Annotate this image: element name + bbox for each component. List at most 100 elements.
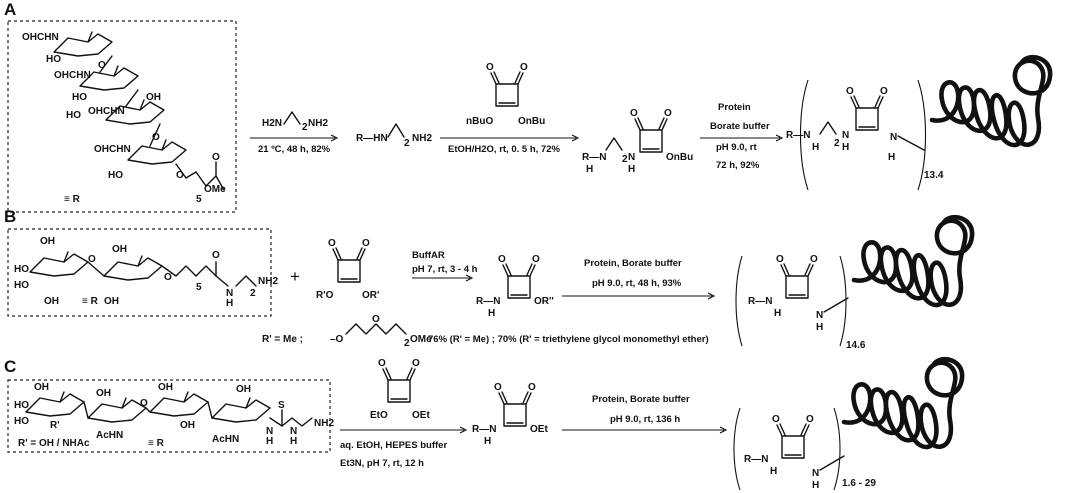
svg-text:OR'': OR'' — [534, 296, 554, 307]
step-conditions: pH 7, rt, 3 - 4 h — [412, 264, 478, 275]
svg-text:O: O — [140, 398, 148, 409]
svg-text:H: H — [484, 436, 491, 447]
svg-text:OH: OH — [158, 382, 173, 393]
glycan-label: OH — [146, 92, 161, 103]
glycan-a-structure: O OHCHN HO OHCHN HO O HO OHCHN OH O OHCH… — [22, 31, 226, 205]
diamine-index: 2 — [302, 122, 308, 133]
svg-text:H: H — [266, 436, 273, 447]
glycan-label: OHCHN — [88, 106, 125, 117]
svg-text:R': R' — [50, 420, 60, 431]
methyl-ester: OMe — [204, 184, 226, 195]
svg-text:R' = Me ;: R' = Me ; — [262, 334, 303, 345]
protein-coil-icon — [854, 217, 972, 305]
svg-text:O: O — [164, 272, 172, 283]
squarate-left: nBuO — [466, 116, 493, 127]
conjugation-loading: 1.6 - 29 — [842, 478, 876, 489]
svg-text:O: O — [212, 152, 220, 163]
svg-text:N: N — [890, 132, 897, 143]
step-conditions: 72 h, 92% — [716, 160, 760, 171]
panel-letter: C — [4, 357, 16, 376]
svg-text:HO: HO — [14, 400, 29, 411]
step-conditions: 21 ºC, 48 h, 82% — [258, 144, 331, 155]
glycan-label: O — [152, 132, 160, 143]
svg-text:R—N: R—N — [744, 454, 768, 465]
svg-text:N: N — [842, 130, 849, 141]
panel-letter: A — [4, 0, 16, 19]
svg-text:R—N: R—N — [476, 296, 500, 307]
svg-text:HO: HO — [14, 264, 29, 275]
svg-text:EtO: EtO — [370, 410, 388, 421]
svg-text:OR': OR' — [362, 290, 379, 301]
glycan-label: OHCHN — [22, 32, 59, 43]
svg-text:OMe: OMe — [410, 334, 432, 345]
svg-text:N: N — [266, 426, 273, 437]
svg-text:O: O — [88, 254, 96, 265]
step-conditions: Protein, Borate buffer — [584, 258, 682, 269]
svg-text:–O: –O — [330, 334, 344, 345]
glycan-label: O — [98, 60, 106, 71]
svg-text:2: 2 — [404, 338, 410, 349]
svg-text:N: N — [628, 152, 635, 163]
svg-text:5: 5 — [196, 282, 202, 293]
svg-text:H: H — [628, 164, 635, 175]
svg-text:R—N: R—N — [748, 296, 772, 307]
svg-text:H: H — [770, 466, 777, 477]
protein-coil-icon — [932, 57, 1050, 145]
svg-text:2: 2 — [834, 138, 840, 149]
glycoconjugate-product-b: R—N H N H 14.6 — [735, 217, 972, 351]
r-equivalence: ≡ R — [82, 296, 99, 307]
bracket-right — [917, 79, 926, 191]
svg-text:O: O — [372, 314, 380, 325]
glycan-c-structure: HO OH HO R' OH AcHN O OH OH AcHN OH S N … — [14, 382, 334, 449]
step-conditions: pH 9.0, rt, 48 h, 93% — [592, 278, 682, 289]
r-prime-definition: R' = Me ; –O O 2 OMe — [262, 314, 432, 349]
bracket-left — [735, 255, 743, 347]
bracket-left — [733, 407, 741, 491]
diethyl-squarate: EtO OEt — [370, 357, 430, 421]
svg-text:OH: OH — [34, 382, 49, 393]
svg-text:2: 2 — [622, 154, 628, 165]
conjugation-loading: 14.6 — [846, 340, 866, 351]
svg-text:H: H — [842, 142, 849, 153]
svg-text:H: H — [888, 152, 895, 163]
dibutyl-squarate: nBuO OnBu — [466, 61, 545, 127]
svg-text:N: N — [290, 426, 297, 437]
svg-text:2: 2 — [250, 288, 256, 299]
glycan-label: HO — [66, 110, 81, 121]
svg-text:O: O — [212, 250, 220, 261]
thiourea-sulfur: S — [278, 400, 285, 411]
squarate-right: OnBu — [518, 116, 545, 127]
svg-text:H: H — [812, 480, 819, 491]
svg-text:H: H — [586, 164, 593, 175]
svg-text:H: H — [290, 436, 297, 447]
svg-text:R—N: R—N — [472, 424, 496, 435]
panel-c: C HO OH HO R' OH AcHN O OH OH AcHN OH S … — [4, 357, 962, 491]
svg-text:AcHN: AcHN — [212, 434, 239, 445]
amine-intermediate-left: R—HN — [356, 133, 388, 144]
svg-text:N: N — [812, 468, 819, 479]
svg-text:OH: OH — [112, 244, 127, 255]
glycan-label: OHCHN — [54, 70, 91, 81]
svg-text:HO: HO — [14, 280, 29, 291]
conjugation-loading: 13.4 — [924, 170, 944, 181]
panel-a: A O OHCHN HO OHCHN HO O HO OHCHN OH O — [4, 0, 1050, 213]
svg-text:N: N — [226, 288, 233, 299]
svg-text:OnBu: OnBu — [666, 152, 693, 163]
svg-text:OH: OH — [40, 236, 55, 247]
svg-text:N: N — [816, 310, 823, 321]
svg-text:OH: OH — [104, 296, 119, 307]
glycan-label: HO — [46, 54, 61, 65]
yield-summary: 76% (R' = Me) ; 70% (R' = triethylene gl… — [428, 334, 709, 345]
svg-text:NH2: NH2 — [258, 276, 278, 287]
svg-text:OEt: OEt — [412, 410, 430, 421]
svg-text:OH: OH — [96, 388, 111, 399]
step-conditions: aq. EtOH, HEPES buffer — [340, 440, 447, 451]
svg-text:H: H — [774, 308, 781, 319]
glycan-label: O — [176, 170, 184, 181]
glycan-label: HO — [108, 170, 123, 181]
glycan-label: OHCHN — [94, 144, 131, 155]
r-prime-definition: R' = OH / NHAc — [18, 438, 90, 449]
bracket-right — [839, 255, 847, 347]
linker-index: 5 — [196, 194, 202, 205]
svg-text:H: H — [812, 142, 819, 153]
